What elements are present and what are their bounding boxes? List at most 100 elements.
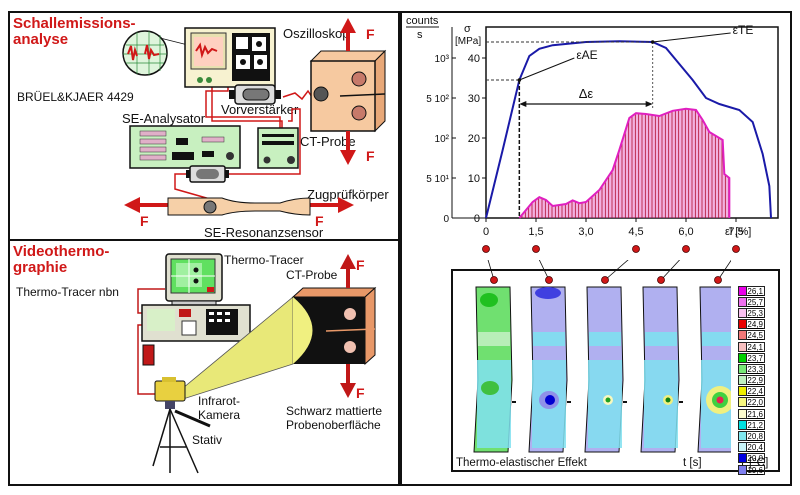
title-line-2: graphie [13,259,68,276]
force-label: F [140,213,149,229]
time-leader [487,260,495,281]
legend-color-swatch [738,464,748,475]
legend-color-swatch [738,375,748,386]
notch-hot [605,397,611,403]
thermo-tracer-monitor [165,253,223,306]
infrared-camera [154,377,186,409]
sigma-tick-label: 40 [468,53,480,65]
oscilloscope-device [184,27,276,88]
thermo-tracer-label: Thermo-Tracer [224,253,304,267]
legend-value: 24,9 [747,319,765,330]
delta-eps-arrowhead-right [645,101,653,107]
stress-curve [485,40,772,219]
time-point-marker [601,276,609,284]
legend-color-swatch [738,431,748,442]
legend-row: 25,7 [738,296,765,307]
legend-row: 23,7 [738,352,765,363]
notch-hot [716,396,724,404]
time-leader [717,260,731,281]
eps-te-label: εTE [733,23,754,37]
video-thermography-panel: Videothermo- graphie Thermo-Tracer nbn T… [8,239,400,486]
power-supply-device [142,344,155,366]
ct-specimen-label: CT-Probe [300,134,356,149]
legend-color-swatch [738,453,748,464]
legend-color-swatch [738,352,748,363]
se-analyzer-device [129,125,299,169]
legend-value: 22,9 [747,375,765,386]
preamplifier-device [229,84,281,105]
legend-row: 24,9 [738,319,765,330]
x-tick-label: 7,5 [728,226,743,238]
legend-value: 20,8 [747,431,765,442]
device-label: BRÜEL&KJAER 4429 [17,90,134,104]
ir-camera-label: Infrarot- Kamera [198,394,240,422]
legend-color-swatch [738,341,748,352]
legend-row: 26,1 [738,285,765,296]
time-label: t [s] [683,457,702,469]
panel-title: Schallemissions- analyse [13,16,136,48]
image-time-marker [632,245,640,253]
tensile-specimen-label: Zugprüfkörper [307,187,389,202]
legend-value: 24,5 [747,330,765,341]
counts-tick-label: 5 10² [426,94,449,105]
legend-value: 23,7 [747,352,765,363]
thermal-image-3 [584,260,629,453]
legend-row: 19,6 [738,464,765,475]
legend-row: 21,6 [738,408,765,419]
title-line-2: analyse [13,31,69,48]
title-line-1: Schallemissions- [13,15,136,32]
legend-color-swatch [738,330,748,341]
legend-value: 19,6 [747,464,765,475]
eps-ae-marker [517,78,522,82]
force-label: F [366,26,375,42]
legend-row: 22,4 [738,386,765,397]
thermal-image-4 [640,260,683,453]
counts-tick-label: 10² [435,134,450,145]
x-tick-label: 6,0 [678,226,693,238]
thermo-tracer-controller [141,304,251,342]
legend-color-swatch [738,285,748,296]
legend-color-swatch [738,307,748,318]
time-point-marker [657,276,665,284]
notch-hot [665,397,671,403]
surface-label: Schwarz mattierte Probenoberfläche [286,404,382,432]
sigma-axis-unit: [MPa] [455,36,481,47]
image-time-marker [532,245,540,253]
legend-color-swatch [738,319,748,330]
legend-row: 25,3 [738,307,765,318]
force-label: F [366,148,375,164]
surface-line-2: Probenoberfläche [286,418,381,432]
legend-row: 21,2 [738,419,765,430]
cool-zone [477,360,511,448]
legend-value: 21,2 [747,419,765,430]
panel-title: Videothermo- graphie [13,244,109,276]
legend-value: 24,1 [747,341,765,352]
thermal-caption: Thermo-elastischer Effekt [456,457,587,469]
tripod-label: Stativ [192,433,223,447]
thermal-image-1 [473,260,516,453]
legend-value: 23,3 [747,363,765,374]
legend-color-swatch [738,408,748,419]
sensor-preamplifier [186,165,229,183]
eps-ae-label: εAE [576,48,597,62]
force-arrows [124,18,356,213]
force-label: F [356,257,365,273]
notch-cold-spot [545,395,555,405]
time-point-marker [490,276,498,284]
legend-value: 20,4 [747,442,765,453]
time-leader [538,260,550,281]
legend-value: 25,7 [747,296,765,307]
image-time-marker [682,245,690,253]
legend-row: 20,8 [738,430,765,442]
thermography-setup-illustration [137,253,377,474]
counts-tick-label: 5 10¹ [426,174,449,185]
time-point-marker [714,276,722,284]
cool-zone [644,360,678,448]
mid-zone [702,332,731,346]
title-line-1: Videothermo- [13,243,110,260]
legend-color-swatch [738,419,748,430]
ae-rate-area [519,108,730,218]
ct-specimen [309,49,387,133]
sigma-tick-label: 30 [468,93,480,105]
